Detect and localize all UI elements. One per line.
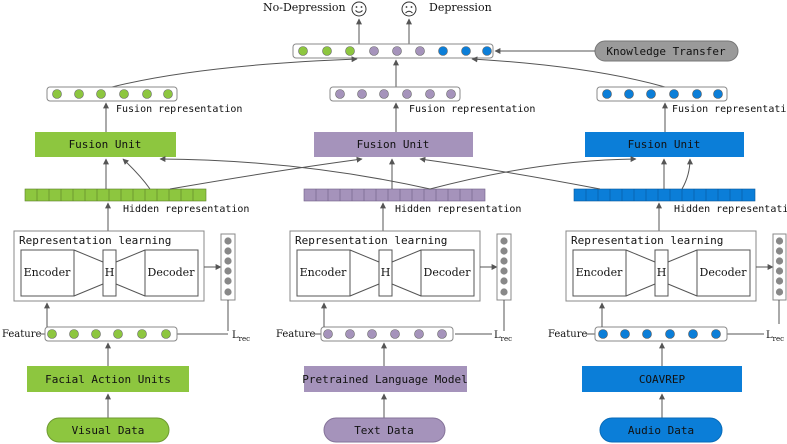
- fusion-representation-label: Fusion representation: [116, 104, 242, 115]
- fusion-representation-label: Fusion representation: [672, 104, 787, 115]
- feature-vector: [594, 326, 728, 342]
- decoder-block: [696, 249, 751, 297]
- combined-nodes: [298, 46, 492, 56]
- hidden-representation-label: Hidden representation: [123, 204, 249, 215]
- h-label: H: [381, 266, 391, 279]
- sad-face-icon: [401, 1, 417, 17]
- text-column: Fusion representation Fusion Unit Hidden…: [276, 86, 535, 443]
- fusion-representation-vector: [46, 86, 178, 102]
- fusion-unit-label: Fusion Unit: [69, 138, 142, 151]
- feature-extractor: [582, 366, 742, 392]
- feature-label: Feature: [276, 329, 316, 340]
- decoder-block: [144, 249, 199, 297]
- decoder-block: [420, 249, 475, 297]
- representation-learning-label: Representation learning: [19, 234, 171, 247]
- encoder-label: Encoder: [300, 266, 347, 279]
- fusion-unit: [585, 132, 744, 157]
- fusion-representation-vector: [596, 86, 728, 102]
- feature-extractor: [27, 366, 189, 392]
- lrec-label: Lrec: [766, 330, 784, 343]
- feature-extractor-label: Pretrained Language Model: [302, 373, 468, 386]
- audio-data-input: [599, 417, 723, 443]
- knowledge-transfer-label: Knowledge Transfer: [606, 45, 726, 58]
- fusion-unit-label: Fusion Unit: [357, 138, 430, 151]
- decoder-label: Decoder: [424, 266, 472, 279]
- hidden-representation-vector: [24, 188, 207, 202]
- smiley-face-icon: [351, 1, 367, 17]
- depression-label: Depression: [429, 1, 492, 14]
- fusion-representation-vector: [329, 86, 461, 102]
- input-label: Text Data: [354, 424, 414, 437]
- feature-extractor: [304, 366, 467, 392]
- no-depression-label: No-Depression: [263, 1, 346, 14]
- visual-column: Fusion representation Fusion Unit Hidden…: [2, 86, 250, 443]
- feature-extractor-label: COAVREP: [639, 373, 686, 386]
- encoder-label: Encoder: [576, 266, 623, 279]
- encoder-block: [20, 249, 75, 297]
- fusion-unit-label: Fusion Unit: [628, 138, 701, 151]
- hidden-representation-vector: [573, 188, 756, 202]
- fusion-representation-label: Fusion representation: [409, 104, 535, 115]
- decoder-label: Decoder: [148, 266, 196, 279]
- visual-data-input: [46, 417, 170, 443]
- h-block: [102, 249, 117, 297]
- lrec-label: Lrec: [494, 330, 512, 343]
- input-label: Audio Data: [628, 424, 694, 437]
- fusion-unit: [314, 132, 473, 157]
- representation-learning-label: Representation learning: [571, 234, 723, 247]
- input-label: Visual Data: [72, 424, 145, 437]
- feature-label: Feature: [548, 329, 588, 340]
- encoder-block: [296, 249, 351, 297]
- representation-learning-label: Representation learning: [295, 234, 447, 247]
- cross-modal-connections: [103, 156, 693, 190]
- h-block: [654, 249, 669, 297]
- decoder-label: Decoder: [700, 266, 748, 279]
- text-data-input: [323, 417, 446, 443]
- hidden-representation-label: Hidden representation: [674, 204, 787, 215]
- lrec-label: Lrec: [232, 330, 250, 343]
- h-label: H: [105, 266, 115, 279]
- encoder-block: [572, 249, 627, 297]
- feature-vector: [320, 326, 454, 342]
- encoder-label: Encoder: [24, 266, 71, 279]
- h-label: H: [657, 266, 667, 279]
- fusion-unit: [35, 132, 176, 157]
- feature-label: Feature: [2, 329, 42, 340]
- feature-vector: [44, 326, 178, 342]
- hidden-representation-label: Hidden representation: [395, 204, 521, 215]
- hidden-representation-vector: [303, 188, 486, 202]
- audio-column: Fusion representation Fusion Unit Hidden…: [548, 86, 787, 443]
- feature-extractor-label: Facial Action Units: [45, 373, 171, 386]
- h-block: [378, 249, 393, 297]
